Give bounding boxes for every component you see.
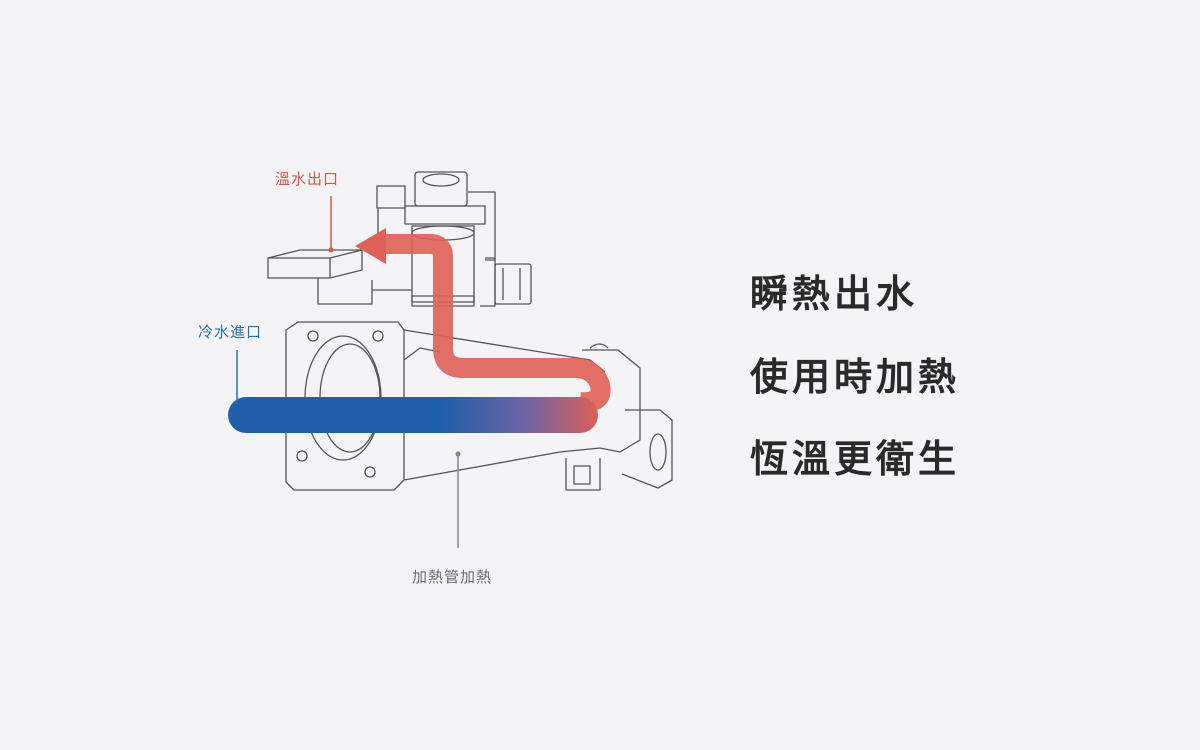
hot-water-flow	[385, 234, 611, 413]
headline-line-3: 恆溫更衛生	[750, 437, 961, 481]
hot-water-outlet-label: 溫水出口	[275, 170, 340, 188]
headline-line-1: 瞬熱出水	[750, 272, 919, 316]
hot-outlet-marker	[328, 247, 334, 253]
outlet-arrow-icon	[355, 228, 386, 264]
heating-pipe-marker	[455, 451, 461, 457]
headline-line-2: 使用時加熱	[750, 355, 961, 399]
heating-pipe-label: 加熱管加熱	[412, 568, 493, 586]
heater-housing-outline	[267, 171, 673, 491]
cold-water-inlet-label: 冷水進口	[198, 323, 263, 341]
heating-pipe	[228, 397, 598, 433]
